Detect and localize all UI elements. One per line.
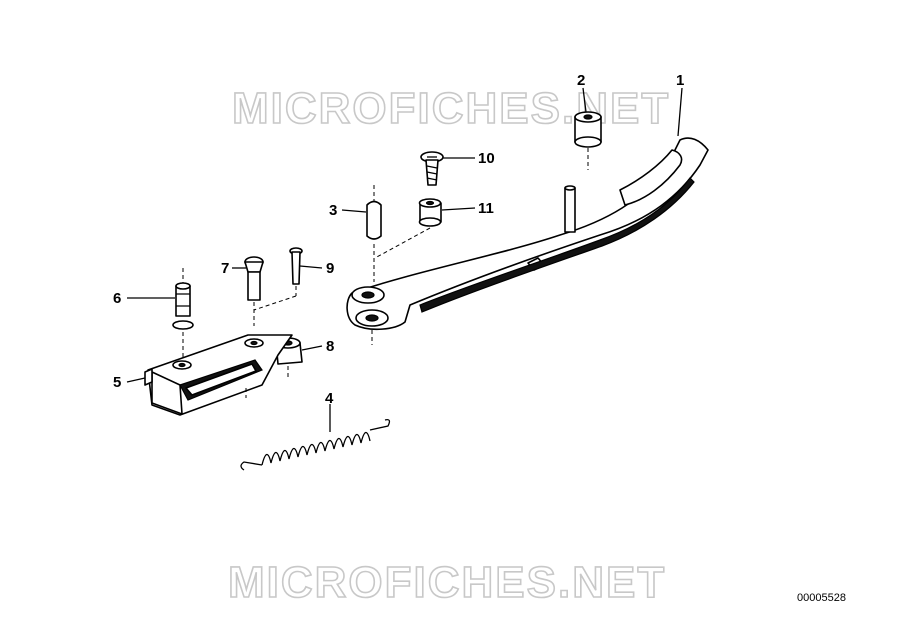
stand-bracket (144, 334, 293, 416)
small-pin (253, 247, 303, 311)
watermark-bottom: MICROFICHES.NET (228, 558, 666, 607)
callout-1: 1 (676, 72, 684, 89)
side-stand-leg (346, 137, 709, 331)
callout-5: 5 (113, 374, 121, 391)
callout-2: 2 (577, 72, 585, 89)
countersunk-screw (420, 151, 444, 186)
watermark-top: MICROFICHES.NET (232, 84, 670, 133)
stand-pin (366, 185, 382, 345)
callout-9: 9 (326, 260, 334, 277)
spacer-sleeve (374, 198, 442, 259)
stand-bushing (564, 111, 602, 233)
diagram-reference-number: 00005528 (797, 592, 846, 604)
shoulder-bolt (244, 256, 264, 326)
callout-10: 10 (478, 150, 495, 167)
callout-7: 7 (221, 260, 229, 277)
callout-labels: 1 2 3 4 5 6 7 8 9 10 11 (113, 72, 684, 407)
callout-11: 11 (478, 200, 494, 217)
return-spring (240, 418, 391, 471)
callout-3: 3 (329, 202, 337, 219)
leader-lines (126, 87, 683, 432)
callout-4: 4 (325, 390, 334, 407)
callout-8: 8 (326, 338, 334, 355)
threaded-stud (172, 268, 194, 360)
callout-6: 6 (113, 290, 121, 307)
